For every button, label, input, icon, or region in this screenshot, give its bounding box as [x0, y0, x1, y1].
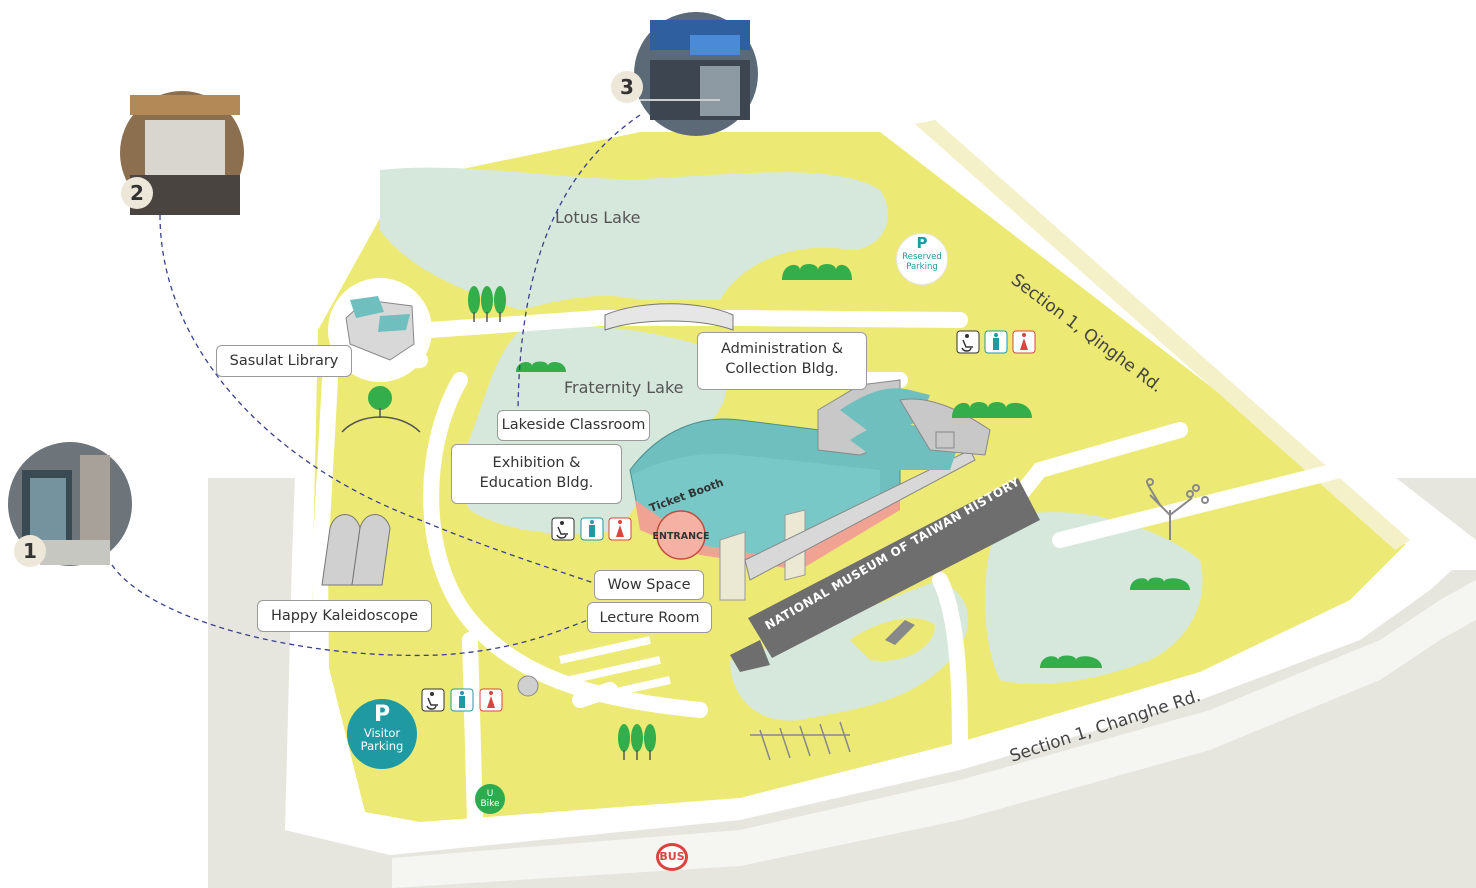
- pond-structure: [850, 618, 935, 661]
- entrance-label: ENTRANCE: [653, 531, 710, 542]
- administration-label[interactable]: Administration & Collection Bldg.: [697, 332, 867, 390]
- photo-1: [8, 442, 132, 566]
- photo-number-1[interactable]: 1: [14, 535, 46, 567]
- photo-2: [120, 91, 244, 215]
- lecture-room-label[interactable]: Lecture Room: [587, 602, 712, 633]
- administration-building: [817, 379, 991, 470]
- photo-link-1: [111, 564, 589, 657]
- happy-kaleidoscope-label[interactable]: Happy Kaleidoscope: [257, 600, 432, 632]
- shrub-row-2: [952, 402, 1032, 418]
- photo-3: [634, 12, 758, 136]
- exhibition-building: [629, 418, 976, 601]
- museum-main-hall: [730, 478, 1040, 672]
- entrance-plaza: [559, 636, 671, 704]
- visitor-parking-line-1: Visitor: [363, 726, 401, 740]
- lecture-room-text: Lecture Room: [599, 610, 700, 626]
- shrub-row-3: [1130, 577, 1190, 590]
- shrub-row-4: [1040, 655, 1102, 668]
- visitor-parking-line-2: Parking: [360, 739, 404, 753]
- lakeside-classroom-label[interactable]: Lakeside Classroom: [497, 410, 650, 441]
- bridge-icon: [604, 303, 734, 331]
- bare-tree-icon: [1146, 478, 1209, 540]
- parking-symbol: P: [916, 234, 928, 252]
- administration-line-1: Administration &: [720, 341, 844, 357]
- shrub-row-5: [516, 361, 566, 372]
- reserved-parking-line-2: Parking: [906, 262, 938, 272]
- tree-icon: [368, 386, 392, 410]
- changhe-road: [392, 580, 1476, 888]
- wow-space-label[interactable]: Wow Space: [594, 570, 704, 600]
- ubike-station[interactable]: U Bike: [475, 784, 505, 814]
- reserved-parking-line-1: Reserved: [902, 252, 942, 262]
- exhibition-label[interactable]: Exhibition & Education Bldg.: [451, 444, 622, 504]
- facility-icons-exhibition: [551, 517, 632, 541]
- sasulat-library-text: Sasulat Library: [229, 353, 339, 369]
- greenhouses: [321, 514, 391, 586]
- lotus-lake-water: [380, 167, 889, 310]
- bus-stop[interactable]: BUS: [656, 843, 688, 871]
- wheelchair-icon: [551, 517, 575, 541]
- parking-symbol: P: [373, 702, 391, 727]
- tree-group-1: [468, 286, 506, 314]
- ubike-line-1: U: [486, 789, 494, 799]
- exhibition-line-2: Education Bldg.: [479, 475, 594, 491]
- photo-link-3: [517, 114, 641, 411]
- photo-number-3[interactable]: 3: [611, 71, 643, 103]
- administration-line-2: Collection Bldg.: [725, 361, 839, 377]
- lotus-lake-label: Lotus Lake: [555, 208, 641, 227]
- ubike-line-2: Bike: [480, 799, 500, 809]
- south-lake-water: [730, 580, 969, 721]
- wheelchair-icon: [421, 688, 445, 712]
- reserved-parking-badge[interactable]: P Reserved Parking: [896, 233, 948, 285]
- sculpture-icon: [517, 675, 539, 697]
- happy-kaleidoscope-text: Happy Kaleidoscope: [270, 608, 419, 624]
- facility-icons-parking: [421, 675, 539, 712]
- entrance-marker: ENTRANCE: [653, 510, 710, 560]
- wow-space-text: Wow Space: [607, 577, 691, 593]
- facility-icons-admin: [956, 330, 1036, 354]
- sasulat-library-building: [345, 296, 415, 361]
- wheelchair-icon: [956, 330, 980, 354]
- lakeside-classroom-text: Lakeside Classroom: [501, 417, 646, 433]
- pavilion-structure: [750, 721, 851, 761]
- shrub-row-1: [782, 264, 852, 280]
- sasulat-library-label[interactable]: Sasulat Library: [216, 345, 352, 377]
- tree-group-2: [618, 724, 656, 752]
- photo-number-2[interactable]: 2: [121, 177, 153, 209]
- visitor-parking-badge[interactable]: P Visitor Parking: [347, 699, 417, 769]
- exhibition-line-1: Exhibition &: [492, 455, 581, 471]
- fraternity-lake-label: Fraternity Lake: [564, 378, 684, 397]
